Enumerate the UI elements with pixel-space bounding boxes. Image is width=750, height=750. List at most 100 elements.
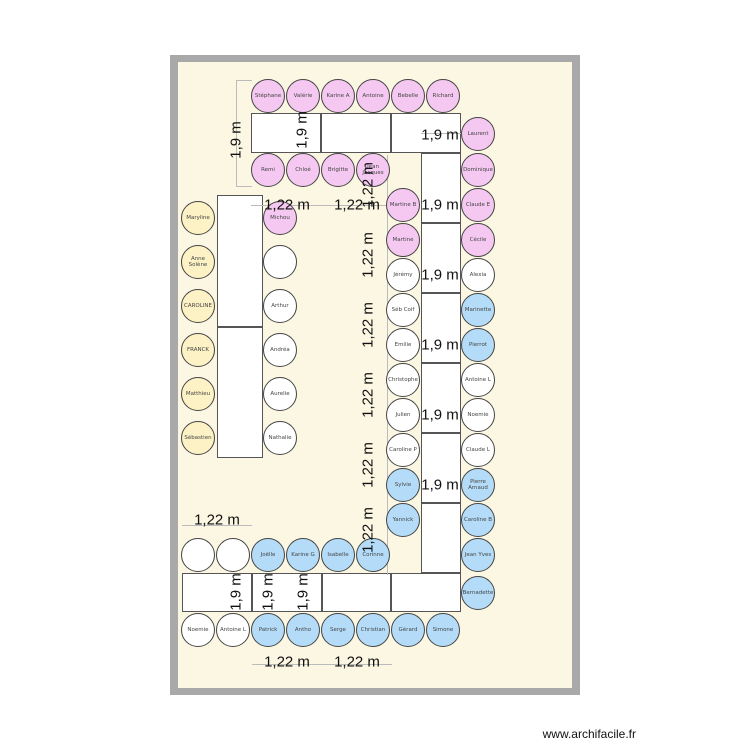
seat[interactable]: Karine A	[321, 79, 355, 113]
seat[interactable]: Antoine	[356, 79, 390, 113]
seat[interactable]: Emilie	[386, 328, 420, 362]
dimension-label: 1,22 m	[264, 653, 310, 671]
dimension-label: 1,9 m	[227, 573, 245, 611]
dimension-label: 1,9 m	[421, 196, 459, 214]
table	[421, 223, 461, 293]
seat[interactable]: CAROLINE	[181, 289, 215, 323]
table	[217, 327, 263, 458]
dimension-line	[236, 186, 252, 187]
seat[interactable]	[216, 538, 250, 572]
seat[interactable]: Martine B	[386, 188, 420, 222]
seat[interactable]: Anne Solène	[181, 245, 215, 279]
dimension-label: 1,9 m	[421, 406, 459, 424]
dimension-label: 1,22 m	[264, 196, 310, 214]
dimension-label: 1,22 m	[334, 196, 380, 214]
dimension-line	[236, 80, 237, 186]
table	[421, 363, 461, 433]
seat[interactable]: Cécile	[461, 223, 495, 257]
seat[interactable]: Gérard	[391, 613, 425, 647]
seat[interactable]: Alexia	[461, 258, 495, 292]
seat[interactable]: Michou	[263, 201, 297, 235]
table	[421, 433, 461, 503]
seat[interactable]	[181, 538, 215, 572]
seat[interactable]: Claude E	[461, 188, 495, 222]
seat[interactable]: Isabelle	[321, 538, 355, 572]
table	[321, 113, 391, 153]
seat[interactable]: Antoine L	[461, 363, 495, 397]
seat[interactable]: Nathalie	[263, 421, 297, 455]
dimension-label: 1,9 m	[293, 111, 311, 149]
dimension-line	[251, 205, 391, 206]
seat[interactable]: Aurelie	[263, 377, 297, 411]
seat[interactable]: Sébastien	[181, 421, 215, 455]
dimension-label: 1,9 m	[421, 266, 459, 284]
dimension-label: 1,22 m	[359, 442, 377, 488]
seat[interactable]: Bernadette	[461, 576, 495, 610]
seat[interactable]: Andréa	[263, 333, 297, 367]
seat[interactable]: Martine	[386, 223, 420, 257]
dimension-label: 1,9 m	[421, 126, 459, 144]
seat[interactable]: Remi	[251, 153, 285, 187]
seat[interactable]: Christophe	[386, 363, 420, 397]
seat[interactable]: Maryline	[181, 201, 215, 235]
seat[interactable]: Matthieu	[181, 377, 215, 411]
seat[interactable]: Noemie	[181, 613, 215, 647]
table	[391, 573, 461, 612]
seat[interactable]: Pierre Arnaud	[461, 468, 495, 502]
seat[interactable]: Bebelle	[391, 79, 425, 113]
dimension-label: 1,22 m	[359, 372, 377, 418]
seat[interactable]: Claude L	[461, 433, 495, 467]
seat[interactable]: Dominique	[461, 153, 495, 187]
seat[interactable]: Corinne	[356, 538, 390, 572]
table	[217, 195, 263, 327]
dimension-line	[182, 525, 252, 526]
dimension-line	[252, 664, 392, 665]
dimension-label: 1,9 m	[421, 336, 459, 354]
seat[interactable]: Serge	[321, 613, 355, 647]
dimension-label: 1,22 m	[194, 511, 240, 529]
seat[interactable]: FRANCK	[181, 333, 215, 367]
dimension-label: 1,22 m	[359, 507, 377, 553]
seat[interactable]: Noemie	[461, 398, 495, 432]
seat[interactable]: Jérémy	[386, 258, 420, 292]
seat[interactable]: Caroline P	[386, 433, 420, 467]
dimension-line	[236, 80, 252, 81]
dimension-label: 1,22 m	[334, 653, 380, 671]
seat[interactable]: Jean Yves	[461, 538, 495, 572]
seat[interactable]: Christian	[356, 613, 390, 647]
seat[interactable]: Joëlle	[251, 538, 285, 572]
dimension-label: 1,22 m	[359, 162, 377, 208]
seat[interactable]: Arthur	[263, 289, 297, 323]
seat[interactable]: Karine G	[286, 538, 320, 572]
seat[interactable]	[263, 245, 297, 279]
seat[interactable]: Stéphane	[251, 79, 285, 113]
dimension-label: 1,22 m	[359, 302, 377, 348]
seat[interactable]: Antho	[286, 613, 320, 647]
seat[interactable]: Pierrot	[461, 328, 495, 362]
table	[322, 573, 391, 612]
table	[182, 573, 252, 612]
seat[interactable]: Jean Jacques	[356, 153, 390, 187]
seat[interactable]: Yannick	[386, 503, 420, 537]
table	[252, 573, 322, 612]
dimension-label: 1,9 m	[421, 476, 459, 494]
seat[interactable]: Antoine L	[216, 613, 250, 647]
seat[interactable]: Simone	[426, 613, 460, 647]
table	[421, 503, 461, 573]
seat[interactable]: Caroline B	[461, 503, 495, 537]
dimension-label: 1,9 m	[227, 121, 245, 159]
seat[interactable]: Chloé	[286, 153, 320, 187]
seat[interactable]: Marinette	[461, 293, 495, 327]
dimension-line	[421, 133, 461, 134]
seat[interactable]: Sylvie	[386, 468, 420, 502]
table	[421, 293, 461, 363]
dimension-label: 1,9 m	[294, 573, 312, 611]
seat[interactable]: Laurent	[461, 117, 495, 151]
seat[interactable]: Séb Coif	[386, 293, 420, 327]
seat[interactable]: Patrick	[251, 613, 285, 647]
seat[interactable]: Julien	[386, 398, 420, 432]
seat[interactable]: Brigitte	[321, 153, 355, 187]
seat[interactable]: Valérie	[286, 79, 320, 113]
seat[interactable]: Richard	[426, 79, 460, 113]
table	[421, 153, 461, 223]
